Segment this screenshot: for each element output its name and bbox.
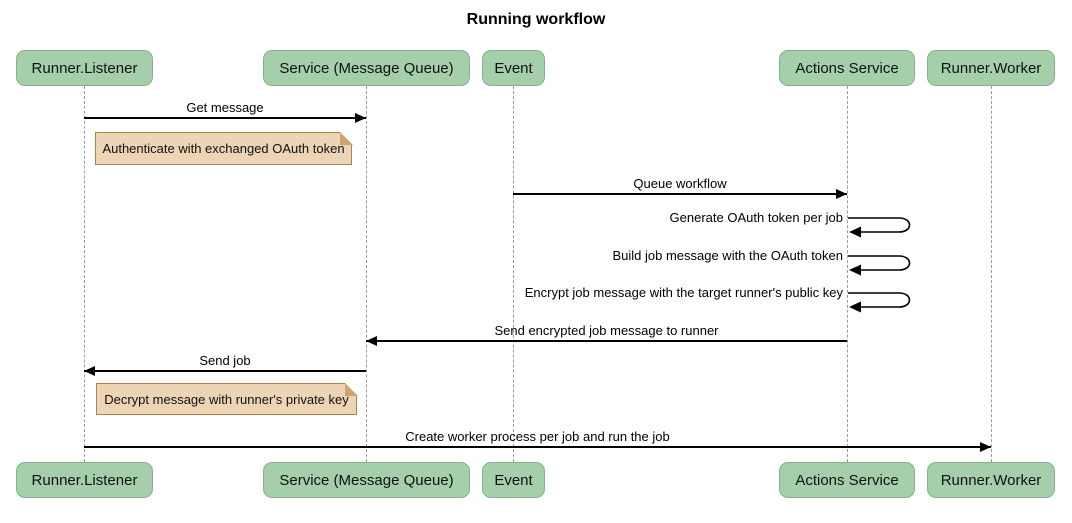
lifeline-event (513, 86, 514, 462)
message-label-queue-workflow: Queue workflow (633, 176, 727, 191)
actor-top-service-queue: Service (Message Queue) (263, 50, 470, 86)
lifeline-runner-listener (84, 86, 85, 462)
actor-bottom-service-queue: Service (Message Queue) (263, 462, 470, 498)
actor-bottom-runner-worker: Runner.Worker (927, 462, 1055, 498)
actor-top-runner-listener: Runner.Listener (16, 50, 153, 86)
actor-bottom-event: Event (482, 462, 545, 498)
arrowhead-right-icon (836, 189, 847, 199)
lifeline-runner-worker (991, 86, 992, 462)
note-authenticate-text: Authenticate with exchanged OAuth token (102, 141, 345, 156)
arrowhead-left-icon (84, 366, 95, 376)
message-label-get-message: Get message (186, 100, 264, 115)
message-label-send-encrypted: Send encrypted job message to runner (494, 323, 719, 338)
message-label-generate-token: Generate OAuth token per job (669, 210, 843, 225)
note-decrypt: Decrypt message with runner's private ke… (96, 382, 358, 415)
actor-top-event: Event (482, 50, 545, 86)
message-label-send-job: Send job (199, 353, 251, 368)
actor-bottom-actions-service: Actions Service (779, 462, 915, 498)
message-line-create-worker (84, 446, 991, 448)
note-authenticate: Authenticate with exchanged OAuth token (95, 131, 353, 165)
diagram-title: Running workflow (466, 11, 606, 28)
message-label-create-worker: Create worker process per job and run th… (405, 429, 670, 444)
message-line-get-message (84, 117, 366, 119)
lifeline-actions-service (847, 86, 848, 462)
arrowhead-right-icon (355, 113, 366, 123)
actor-top-actions-service: Actions Service (779, 50, 915, 86)
message-label-build-job: Build job message with the OAuth token (612, 248, 843, 263)
self-loop-icon (848, 255, 911, 276)
note-decrypt-text: Decrypt message with runner's private ke… (104, 391, 349, 407)
message-label-encrypt-job: Encrypt job message with the target runn… (524, 285, 843, 300)
actor-top-runner-worker: Runner.Worker (927, 50, 1055, 86)
arrowhead-right-icon (980, 442, 991, 452)
lifeline-service-queue (366, 86, 367, 462)
self-loop-icon (848, 292, 911, 313)
arrowhead-left-icon (366, 336, 377, 346)
message-line-queue-workflow (513, 193, 847, 195)
message-line-send-encrypted (366, 340, 847, 342)
message-line-send-job (84, 370, 366, 372)
actor-bottom-runner-listener: Runner.Listener (16, 462, 153, 498)
self-loop-icon (848, 217, 911, 238)
